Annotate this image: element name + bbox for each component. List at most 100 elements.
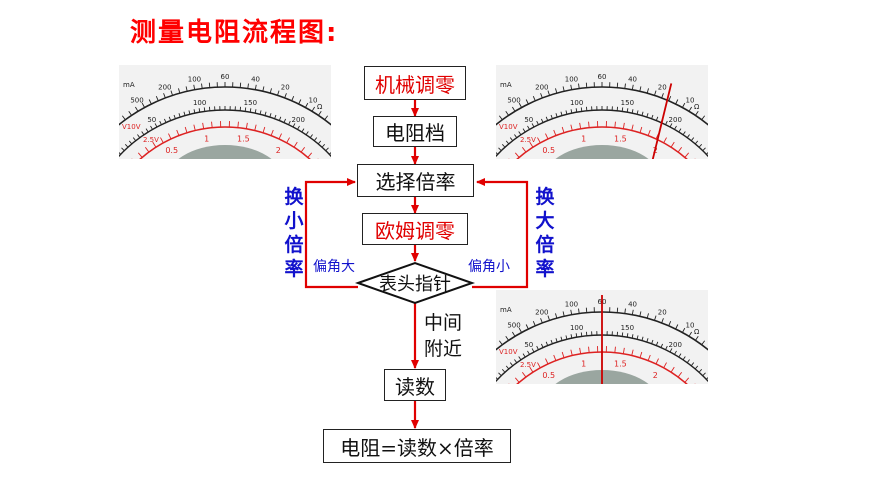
- scale-tick: [654, 315, 657, 321]
- scale-tick: [578, 308, 580, 314]
- scale-tick: [575, 108, 578, 113]
- scale-tick: [701, 115, 706, 121]
- scale-tick: [684, 377, 690, 383]
- scale-tick: [537, 137, 541, 144]
- scale-tick: [262, 126, 266, 133]
- scale-tick: [529, 366, 534, 373]
- scale-tick: [521, 146, 527, 153]
- scale-tick: [145, 128, 149, 133]
- scale-tick: [532, 96, 536, 101]
- scale-tick: [694, 140, 699, 145]
- scale-tick: [518, 131, 522, 136]
- side-label: Ω: [694, 103, 700, 111]
- scale-label: 1: [581, 134, 586, 143]
- scale-tick: [555, 313, 558, 319]
- scale-label: 1: [581, 359, 586, 368]
- scale-label: 150: [621, 99, 634, 107]
- scale-tick: [259, 110, 262, 115]
- scale-tick: [555, 88, 558, 94]
- scale-tick: [288, 120, 291, 125]
- scale-tick: [264, 111, 267, 116]
- scale-tick: [636, 335, 639, 340]
- scale-tick: [694, 365, 699, 370]
- scale-tick: [311, 106, 316, 112]
- side-label: Ω: [317, 103, 323, 111]
- scale-tick: [202, 122, 205, 129]
- label-deflection-small: 偏角小: [468, 259, 510, 275]
- scale-tick: [293, 141, 298, 148]
- scale-tick: [555, 113, 558, 118]
- scale-tick: [647, 129, 651, 136]
- scale-label: 40: [628, 76, 637, 84]
- meter-face: [119, 65, 331, 159]
- scale-tick: [695, 110, 699, 116]
- scale-tick: [148, 99, 152, 105]
- scale-tick: [163, 93, 166, 99]
- scale-label: 20: [281, 84, 290, 92]
- scale-tick: [321, 143, 326, 148]
- scale-tick: [193, 124, 196, 131]
- step-select-multiplier: 选择倍率: [357, 164, 474, 197]
- label-near-middle-line2: 附近: [424, 338, 463, 360]
- scale-tick: [545, 116, 549, 121]
- scale-label: 50: [524, 341, 533, 349]
- scale-tick: [550, 339, 553, 344]
- scale-tick: [269, 113, 272, 118]
- scale-label: 2: [276, 146, 281, 155]
- decision-diamond: [354, 261, 476, 305]
- scale-tick: [702, 372, 706, 377]
- scale-tick: [705, 152, 708, 155]
- scale-tick: [562, 86, 565, 92]
- scale-label: 50: [147, 116, 156, 124]
- scale-tick: [511, 331, 516, 337]
- scale-tick: [244, 107, 247, 112]
- scale-tick: [509, 362, 514, 367]
- scale-tick: [631, 334, 634, 339]
- step-read: 读数: [384, 369, 446, 401]
- scale-tick: [529, 141, 534, 148]
- ohm-arc: [496, 86, 708, 126]
- scale-tick: [668, 96, 672, 101]
- scale-tick: [247, 83, 249, 89]
- scale-label: 100: [570, 324, 583, 332]
- scale-tick: [578, 83, 580, 89]
- scale-label: 200: [158, 84, 171, 92]
- meter-hub: [555, 145, 649, 159]
- scale-tick: [686, 359, 690, 363]
- scale-tick: [254, 84, 257, 90]
- scale-label: 200: [669, 341, 682, 349]
- scale-tick: [531, 123, 535, 128]
- scale-tick: [518, 327, 522, 333]
- scale-tick: [305, 131, 309, 136]
- scale-tick: [168, 133, 172, 140]
- scale-tick: [193, 84, 196, 90]
- scale-tick: [588, 346, 590, 353]
- scale-tick: [547, 90, 550, 96]
- scale-tick: [128, 140, 133, 145]
- scale-tick: [211, 121, 213, 128]
- scale-tick: [132, 137, 137, 142]
- scale-tick: [631, 84, 634, 90]
- scale-tick: [496, 152, 499, 155]
- decision-label: 表头指针: [379, 274, 451, 295]
- scale-label: 150: [621, 324, 634, 332]
- scale-tick: [527, 125, 530, 130]
- scale-tick: [325, 147, 329, 152]
- scale-tick: [570, 309, 573, 315]
- scale-tick: [163, 118, 167, 123]
- scale-label: 0.5: [542, 146, 555, 155]
- scale-label: 200: [535, 309, 548, 317]
- scale-tick: [565, 335, 568, 340]
- label-near-middle: 中间 附近: [424, 310, 462, 362]
- scale-tick: [614, 121, 616, 128]
- scale-tick: [695, 335, 699, 341]
- scale-tick: [651, 339, 654, 344]
- scale-tick: [575, 333, 578, 338]
- arrow-right-loop: [472, 178, 529, 289]
- scale-tick: [509, 137, 514, 142]
- scale-tick: [324, 115, 329, 121]
- scale-tick: [245, 122, 248, 129]
- scale-tick: [514, 152, 520, 158]
- scale-tick: [141, 102, 145, 108]
- scale-label: 500: [130, 97, 143, 105]
